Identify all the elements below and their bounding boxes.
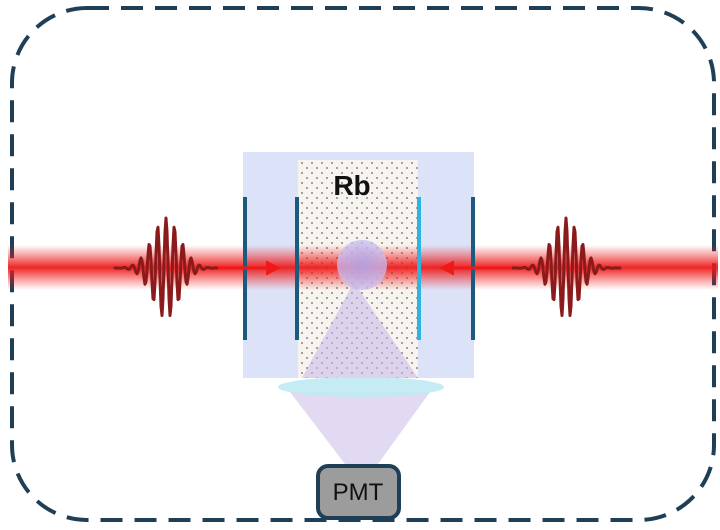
pmt-detector — [316, 464, 401, 520]
element-label: Rb — [333, 170, 370, 201]
pmt-label: PMT — [333, 479, 384, 506]
fluorescence-cone — [302, 282, 418, 378]
wave-packet-icon — [113, 216, 227, 318]
collection-lens — [278, 377, 444, 397]
collection-beam — [290, 392, 430, 468]
wave-packet-icon — [508, 216, 622, 318]
interaction-region — [337, 240, 387, 290]
